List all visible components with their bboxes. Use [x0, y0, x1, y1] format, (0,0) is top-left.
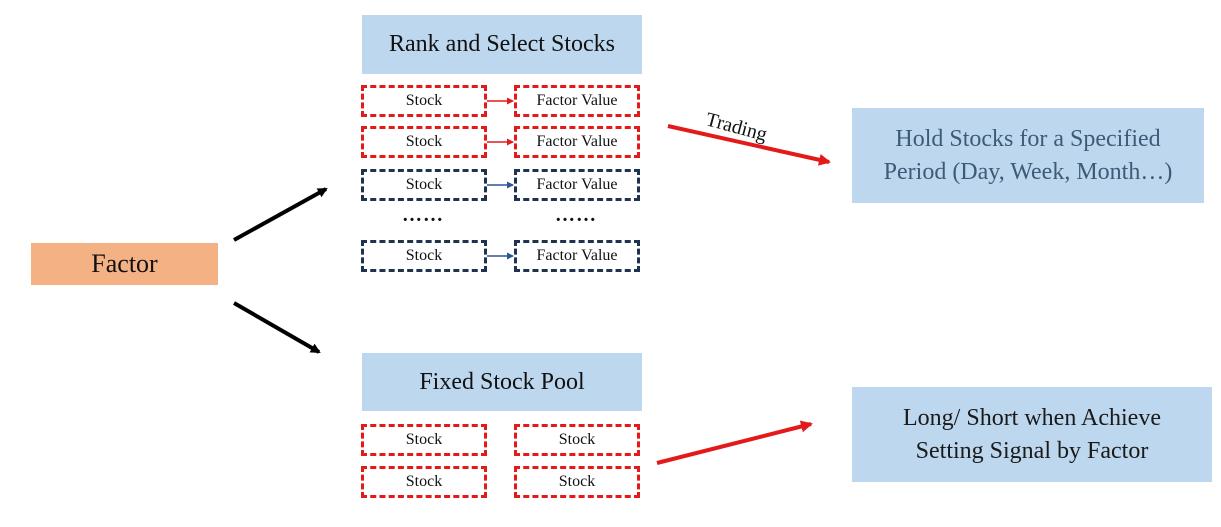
pool-stock-cell: Stock — [514, 466, 640, 498]
long-short-line-2: Setting Signal by Factor — [915, 437, 1149, 464]
rank-factor-value-cell: Factor Value — [514, 240, 640, 272]
arrow-pool-to-long-short — [656, 420, 813, 465]
arrow-factor-to-rank — [233, 187, 328, 242]
factor-box: Factor — [31, 243, 218, 285]
hold-stocks-box: Hold Stocks for a Specified Period (Day,… — [852, 108, 1204, 203]
rank-stock-cell: Stock — [361, 240, 487, 272]
arrow-rank-to-hold — [667, 124, 831, 166]
pool-stock-cell: Stock — [361, 466, 487, 498]
fixed-pool-header: Fixed Stock Pool — [362, 353, 642, 411]
hold-line-2: Period (Day, Week, Month…) — [883, 158, 1173, 185]
rank-stock-cell: Stock — [361, 169, 487, 201]
ellipsis-right: …… — [555, 204, 597, 226]
pool-stock-cell: Stock — [514, 424, 640, 456]
rank-stock-cell: Stock — [361, 85, 487, 117]
rank-factor-value-cell: Factor Value — [514, 126, 640, 158]
rank-factor-value-cell: Factor Value — [514, 169, 640, 201]
long-short-line-1: Long/ Short when Achieve — [903, 404, 1161, 431]
rank-factor-value-cell: Factor Value — [514, 85, 640, 117]
long-short-box: Long/ Short when Achieve Setting Signal … — [852, 387, 1212, 482]
hold-line-1: Hold Stocks for a Specified — [895, 125, 1161, 152]
ellipsis-left: …… — [402, 204, 444, 226]
rank-select-header: Rank and Select Stocks — [362, 15, 642, 74]
pool-stock-cell: Stock — [361, 424, 487, 456]
rank-stock-cell: Stock — [361, 126, 487, 158]
arrow-factor-to-pool — [233, 301, 321, 354]
